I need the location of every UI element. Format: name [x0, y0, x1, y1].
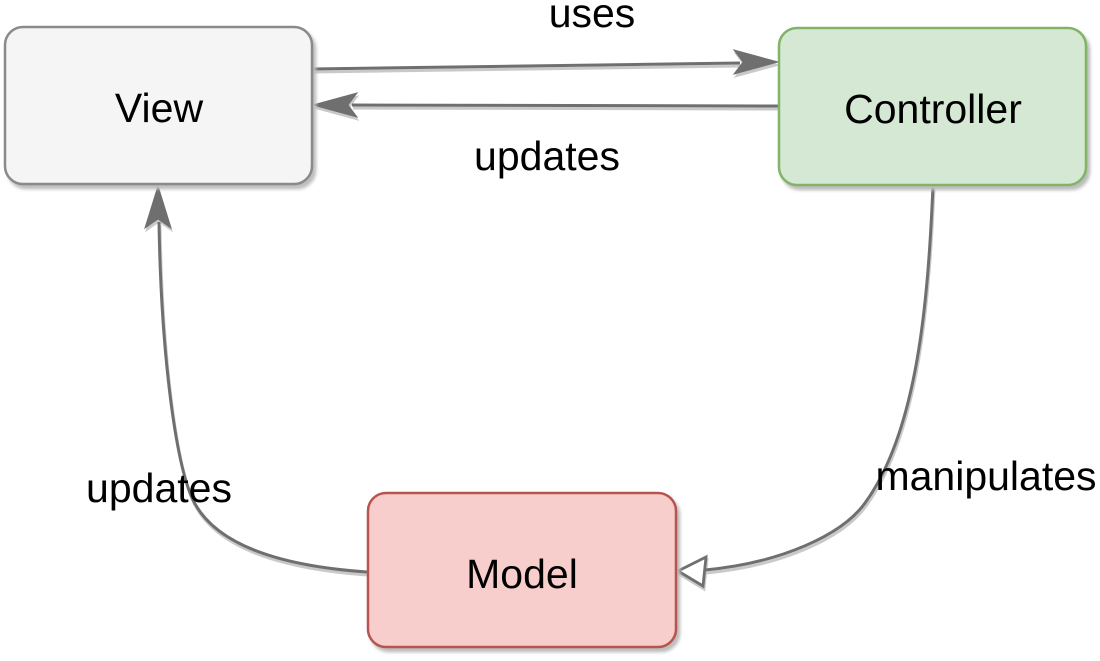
edge-uses-label: uses [549, 0, 636, 36]
edge-updates-model-view-arrowhead [144, 184, 172, 230]
edge-updates-model-view-label: updates [86, 465, 232, 511]
node-controller [777, 26, 1088, 187]
edge-updates-model-view [157, 221, 368, 574]
edge-uses [311, 61, 741, 71]
node-model-label: Model [466, 551, 578, 597]
edge-manipulates [704, 185, 935, 572]
edge-updates-controller-view-arrowhead [311, 92, 359, 118]
nodes-layer [3, 25, 1088, 649]
node-controller-label: Controller [844, 86, 1022, 132]
edges-layer [144, 49, 935, 589]
edge-manipulates-arrowhead [675, 554, 708, 589]
edge-updates-controller-view-label: updates [474, 133, 620, 179]
node-view [3, 25, 314, 186]
node-view-label: View [115, 85, 204, 131]
edge-updates-controller-view [351, 103, 780, 108]
edge-uses-arrowhead [732, 49, 780, 75]
edge-manipulates-label: manipulates [875, 453, 1096, 499]
node-model [366, 491, 678, 649]
